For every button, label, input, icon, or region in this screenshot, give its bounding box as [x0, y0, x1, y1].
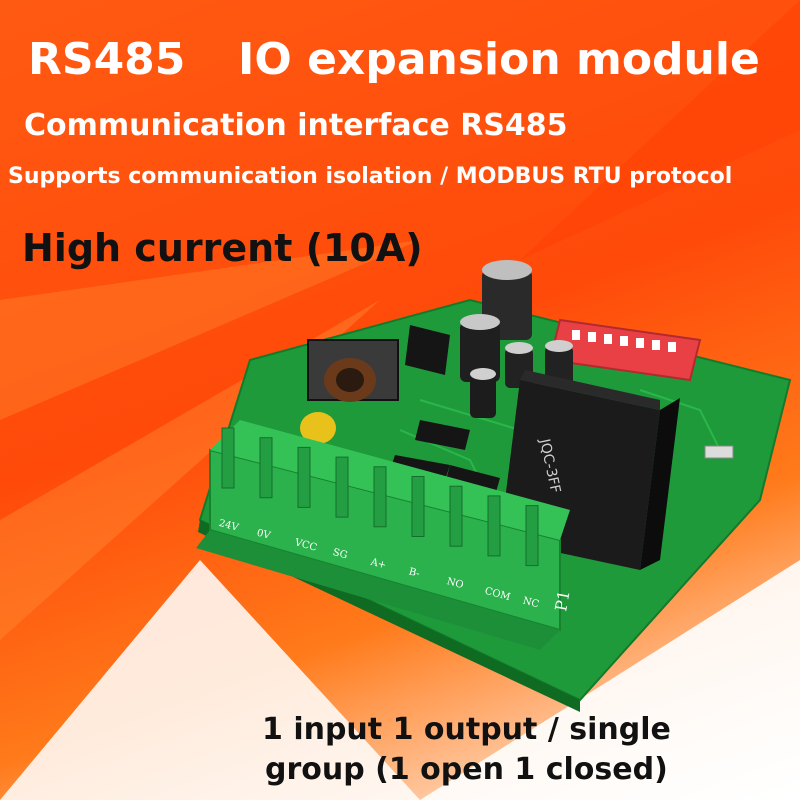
- common-mode-choke: [307, 339, 399, 402]
- terminal-label: A+: [368, 556, 387, 571]
- high-current-label: High current (10A): [22, 226, 423, 270]
- io-spec-caption: 1 input 1 output / single group (1 open …: [262, 710, 671, 790]
- ic-chips: [390, 325, 500, 492]
- terminal-label: 0V: [255, 528, 272, 542]
- terminal-slot: [259, 437, 273, 499]
- terminal-slot: [297, 446, 311, 508]
- electrolytic-capacitors: [460, 260, 573, 418]
- terminal-slot: [449, 485, 463, 547]
- feature-line: Supports communication isolation / MODBU…: [8, 164, 733, 189]
- terminal-slot: [335, 456, 349, 518]
- terminal-slot: [221, 427, 235, 489]
- terminal-label: NC: [521, 596, 540, 611]
- dip-switch-keys: [572, 330, 676, 352]
- terminal-slot: [525, 505, 539, 567]
- terminal-slot: [487, 495, 501, 557]
- terminal-label: SG: [331, 547, 348, 561]
- subtitle-communication-interface: Communication interface RS485: [24, 108, 568, 143]
- io-spec-line-2: group (1 open 1 closed): [265, 752, 668, 787]
- terminal-label: 24V: [217, 518, 240, 534]
- terminal-label: B-: [407, 566, 420, 579]
- terminal-slot: [373, 466, 387, 528]
- io-spec-line-1: 1 input 1 output / single: [262, 712, 671, 747]
- title-io-expansion-module: IO expansion module: [238, 34, 760, 85]
- terminal-slot: [411, 476, 425, 537]
- terminal-label: NO: [445, 576, 464, 591]
- title-rs485: RS485: [28, 34, 186, 85]
- ceramic-capacitor: [300, 412, 336, 444]
- header-pins: [704, 445, 734, 459]
- board-mark: P1: [551, 589, 573, 613]
